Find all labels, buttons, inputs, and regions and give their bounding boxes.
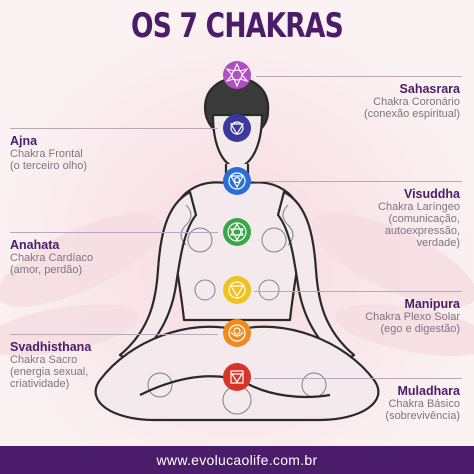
connector-line-svadhisthana (10, 334, 218, 335)
connector-line-muladhara (254, 378, 462, 379)
heart-star-icon (222, 217, 252, 247)
throat-icon (222, 166, 252, 196)
connector-line-sahasrara (256, 76, 462, 77)
label-visuddha: Visuddha Chakra Laríngeo (comunicação, a… (378, 187, 460, 249)
label-anahata: Anahata Chakra Cardíaco (amor, perdão) (10, 238, 94, 276)
connector-line-anahata (10, 232, 218, 233)
root-icon (222, 362, 252, 392)
connector-line-visuddha (254, 181, 462, 182)
label-ajna: Ajna Chakra Frontal (o terceiro olho) (10, 134, 88, 172)
label-muladhara: Muladhara Chakra Básico (sobrevivência) (385, 384, 460, 422)
website-footer[interactable]: www.evolucaolife.com.br (0, 446, 474, 474)
connector-line-manipura (254, 291, 462, 292)
label-svadhisthana: Svadhisthana Chakra Sacro (energia sexua… (10, 340, 92, 390)
sacral-icon (222, 318, 252, 348)
connector-line-ajna (10, 128, 218, 129)
crown-lotus-icon (222, 60, 252, 90)
solar-plexus-icon (222, 275, 252, 305)
page-title: OS 7 CHAKRAS (131, 6, 344, 46)
third-eye-icon (222, 113, 252, 143)
label-manipura: Manipura Chakra Plexo Solar (ego e diges… (365, 297, 460, 335)
label-sahasrara: Sahasrara Chakra Coronário (conexão espi… (364, 82, 460, 120)
